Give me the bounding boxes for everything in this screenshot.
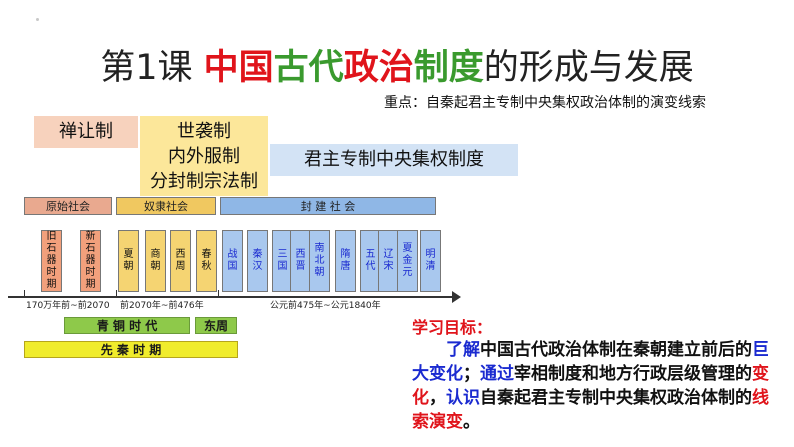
title-red-2: 政治 bbox=[343, 48, 414, 88]
bar-dongzhou: 东周 bbox=[195, 317, 237, 334]
learning-goal-text: 了解中国古代政治体制在秦朝建立前后的巨大变化；通过宰相制度和地方行政层级管理的变… bbox=[412, 338, 782, 434]
title-green-1: 古代 bbox=[273, 48, 344, 88]
goal-part: 。 bbox=[463, 412, 480, 432]
range-slave: 前2070年~前476年 bbox=[120, 301, 204, 311]
era-primitive: 原始社会 bbox=[24, 197, 112, 215]
goal-part: ； bbox=[463, 364, 480, 384]
goal-part: 认识 bbox=[446, 388, 480, 408]
logo-dot bbox=[36, 18, 39, 21]
dynasty-xizhou: 西周 bbox=[170, 230, 191, 292]
title-green-2: 制度 bbox=[413, 48, 484, 88]
goal-part: 中国古代政治体制在秦朝建立前后的 bbox=[480, 340, 752, 360]
era-feudal: 封 建 社 会 bbox=[220, 197, 436, 215]
dynasty-zhanguo: 战国 bbox=[222, 230, 243, 292]
title-prefix: 第1课 bbox=[100, 48, 204, 88]
era-slave: 奴隶社会 bbox=[116, 197, 216, 215]
range-feudal: 公元前475年~公元1840年 bbox=[270, 301, 381, 311]
dynasty-suitang: 隋唐 bbox=[335, 230, 356, 292]
timeline-arrow-icon bbox=[452, 291, 461, 303]
dynasty-xiajinyuan: 夏金元 bbox=[397, 230, 418, 292]
dynasty-mingqing: 明清 bbox=[420, 230, 441, 292]
timeline-axis bbox=[8, 296, 456, 298]
goal-part: 了解 bbox=[446, 340, 480, 360]
goal-part: 自秦起君主专制中央集权政治体制的 bbox=[480, 388, 752, 408]
system-shixi-group: 世袭制 内外服制 分封制宗法制 bbox=[140, 116, 268, 196]
goal-part: 通过 bbox=[480, 364, 514, 384]
dynasty-paleolithic: 旧石器时期 bbox=[41, 230, 62, 292]
dynasty-qinhan: 秦汉 bbox=[247, 230, 268, 292]
timeline-tick bbox=[218, 290, 219, 298]
dynasty-xia: 夏朝 bbox=[118, 230, 139, 292]
dynasty-chunqiu: 春秋 bbox=[196, 230, 217, 292]
goal-part: ， bbox=[429, 388, 446, 408]
bar-pre-qin: 先 秦 时 期 bbox=[24, 341, 238, 358]
system-junzhu: 君主专制中央集权制度 bbox=[270, 144, 518, 176]
system-shanrang: 禅让制 bbox=[34, 116, 138, 148]
timeline-tick bbox=[24, 290, 25, 298]
dynasty-nanbeichao: 南北朝 bbox=[309, 230, 330, 292]
bar-bronze-age: 青 铜 时 代 bbox=[64, 317, 190, 334]
dynasty-xijin: 西晋 bbox=[290, 230, 311, 292]
learning-goal-title: 学习目标： bbox=[412, 318, 493, 337]
dynasty-neolithic: 新石器时期 bbox=[80, 230, 101, 292]
dynasty-liaosong: 辽宋 bbox=[378, 230, 399, 292]
system-shixi: 世袭制 bbox=[177, 121, 231, 142]
range-prehistory: 170万年前~前2070 bbox=[26, 301, 110, 311]
goal-part: 宰相制度和地方行政层级管理的 bbox=[514, 364, 752, 384]
goal-part: 线索演变 bbox=[412, 388, 769, 432]
system-fenfeng: 分封制宗法制 bbox=[150, 171, 258, 192]
dynasty-shang: 商朝 bbox=[145, 230, 166, 292]
page-title: 第1课 中国古代政治制度的形成与发展 bbox=[0, 46, 794, 90]
system-neiwaifu: 内外服制 bbox=[168, 146, 240, 167]
title-suffix: 的形成与发展 bbox=[483, 48, 694, 88]
title-red-1: 中国 bbox=[203, 48, 274, 88]
goal-part: 巨大变化 bbox=[412, 340, 769, 384]
goal-part: 变化 bbox=[412, 364, 769, 408]
timeline-tick bbox=[116, 290, 117, 298]
key-point: 重点：自秦起君主专制中央集权政治体制的演变线索 bbox=[384, 95, 706, 111]
